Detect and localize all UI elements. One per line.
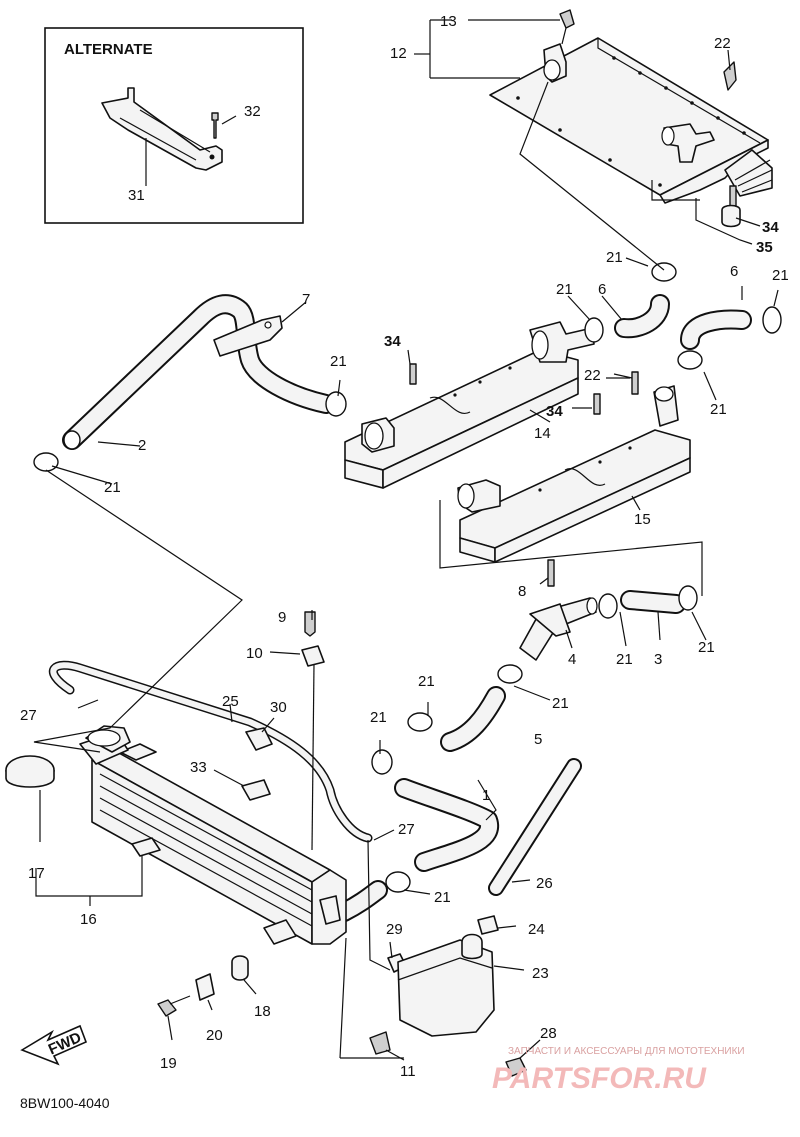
callout-labels: 1 2 3 4 5 6 6 7 8 9 10 11 12 13 14 15 16… — [20, 13, 789, 1080]
callout-15: 15 — [634, 511, 651, 528]
callout-21-f: 21 — [710, 401, 727, 418]
callout-1: 1 — [482, 787, 490, 804]
reservoir-tank — [397, 933, 495, 1037]
callout-21-l: 21 — [434, 889, 451, 906]
watermark: ЗАПЧАСТИ И АКСЕССУАРЫ ДЛЯ МОТОТЕХНИКИ PA… — [492, 1046, 745, 1095]
joint-fitting-4 — [519, 559, 598, 661]
callout-14: 14 — [534, 425, 551, 442]
callout-34-right: 34 — [762, 219, 779, 236]
callout-31: 31 — [128, 187, 145, 204]
callout-22-mid: 22 — [584, 367, 601, 384]
callout-21-k: 21 — [370, 709, 387, 726]
leader-lines — [33, 19, 779, 1061]
callout-21-e: 21 — [772, 267, 789, 284]
callout-21-b: 21 — [330, 353, 347, 370]
callout-21-a: 21 — [104, 479, 121, 496]
callout-25: 25 — [222, 693, 239, 710]
radiator — [79, 725, 347, 945]
callout-27-left: 27 — [20, 707, 37, 724]
callout-21-h: 21 — [698, 639, 715, 656]
callout-33: 33 — [190, 759, 207, 776]
hose-clamps — [33, 262, 782, 893]
callout-26: 26 — [536, 875, 553, 892]
callout-34-mid: 34 — [546, 403, 563, 420]
alternate-title: ALTERNATE — [64, 41, 153, 58]
callout-17: 17 — [28, 865, 45, 882]
callout-18: 18 — [254, 1003, 271, 1020]
callout-8: 8 — [518, 583, 526, 600]
callout-30: 30 — [270, 699, 287, 716]
callout-6-right: 6 — [730, 263, 738, 280]
callout-11: 11 — [400, 1063, 416, 1080]
callout-10: 10 — [246, 645, 263, 662]
upper-tank-15 — [457, 385, 691, 563]
callout-7: 7 — [302, 291, 310, 308]
callout-22-top: 22 — [714, 35, 731, 52]
callout-27-right: 27 — [398, 821, 415, 838]
callout-21-i: 21 — [552, 695, 569, 712]
watermark-tagline: ЗАПЧАСТИ И АКСЕССУАРЫ ДЛЯ МОТОТЕХНИКИ — [508, 1046, 745, 1057]
callout-5: 5 — [534, 731, 542, 748]
callout-12: 12 — [390, 45, 407, 62]
diagram-code: 8BW100-4040 — [20, 1095, 110, 1111]
callout-32: 32 — [244, 103, 261, 120]
watermark-brand: PARTSFOR.RU — [492, 1062, 707, 1095]
fwd-arrow-icon: FWD — [20, 1024, 88, 1066]
upper-tank-14 — [344, 321, 595, 489]
callout-4: 4 — [568, 651, 576, 668]
callout-34-left: 34 — [384, 333, 401, 350]
callout-21-c: 21 — [556, 281, 573, 298]
callout-3: 3 — [654, 651, 662, 668]
callout-21-d: 21 — [606, 249, 623, 266]
radiator-cap — [5, 755, 55, 788]
bracket-7 — [213, 315, 283, 357]
callout-28: 28 — [540, 1025, 557, 1042]
callout-20: 20 — [206, 1027, 223, 1044]
callout-35: 35 — [756, 239, 773, 256]
small-parts — [157, 61, 741, 1077]
callout-21-g: 21 — [616, 651, 633, 668]
alternate-inset: ALTERNATE — [44, 27, 304, 224]
callout-13: 13 — [440, 13, 457, 30]
callout-19: 19 — [160, 1055, 177, 1072]
callout-29: 29 — [386, 921, 403, 938]
callout-16: 16 — [80, 911, 97, 928]
callout-23: 23 — [532, 965, 549, 982]
callout-24: 24 — [528, 921, 545, 938]
callout-6-left: 6 — [598, 281, 606, 298]
callout-2: 2 — [138, 437, 146, 454]
bleed-fitting — [543, 9, 575, 83]
callout-21-j: 21 — [418, 673, 435, 690]
callout-9: 9 — [278, 609, 286, 626]
